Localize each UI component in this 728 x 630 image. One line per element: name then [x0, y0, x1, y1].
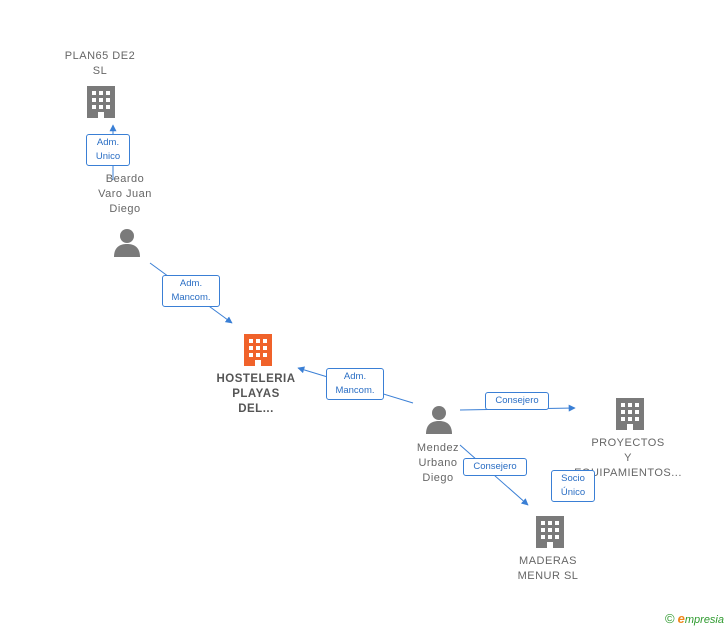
- node-label-proyectos[interactable]: PROYECTOS Y EQUIPAMIENTOS...: [574, 437, 682, 479]
- building-icon[interactable]: [534, 514, 566, 550]
- person-icon[interactable]: [424, 405, 454, 435]
- edge-label-consejero[interactable]: Consejero: [463, 458, 527, 476]
- edge-label-adm-unico[interactable]: Adm. Unico: [86, 134, 130, 166]
- edge-label-consejero[interactable]: Consejero: [485, 392, 549, 410]
- brand-name: mpresia: [684, 614, 724, 626]
- building-icon[interactable]: [614, 396, 646, 432]
- node-label-maderas[interactable]: MADERAS MENUR SL: [517, 555, 579, 582]
- node-label-plan65[interactable]: PLAN65 DE2 SL: [64, 50, 136, 77]
- brand-first-letter: e: [677, 611, 685, 626]
- node-label-beardo[interactable]: Beardo Varo Juan Diego: [98, 173, 152, 215]
- node-label-mendez[interactable]: Mendez Urbano Diego: [416, 442, 460, 484]
- main-company-building-icon[interactable]: [242, 332, 274, 368]
- node-label-hosteleria[interactable]: HOSTELERIA PLAYAS DEL...: [216, 373, 296, 415]
- person-icon[interactable]: [112, 228, 142, 258]
- copyright-icon: ©: [665, 611, 675, 626]
- building-icon[interactable]: [85, 84, 117, 120]
- edge-label-adm-mancom[interactable]: Adm. Mancom.: [162, 275, 220, 307]
- edge-label-adm-mancom[interactable]: Adm. Mancom.: [326, 368, 384, 400]
- brand-logo: © empresia: [665, 611, 724, 626]
- edge-label-socio-unico[interactable]: Socio Único: [551, 470, 595, 502]
